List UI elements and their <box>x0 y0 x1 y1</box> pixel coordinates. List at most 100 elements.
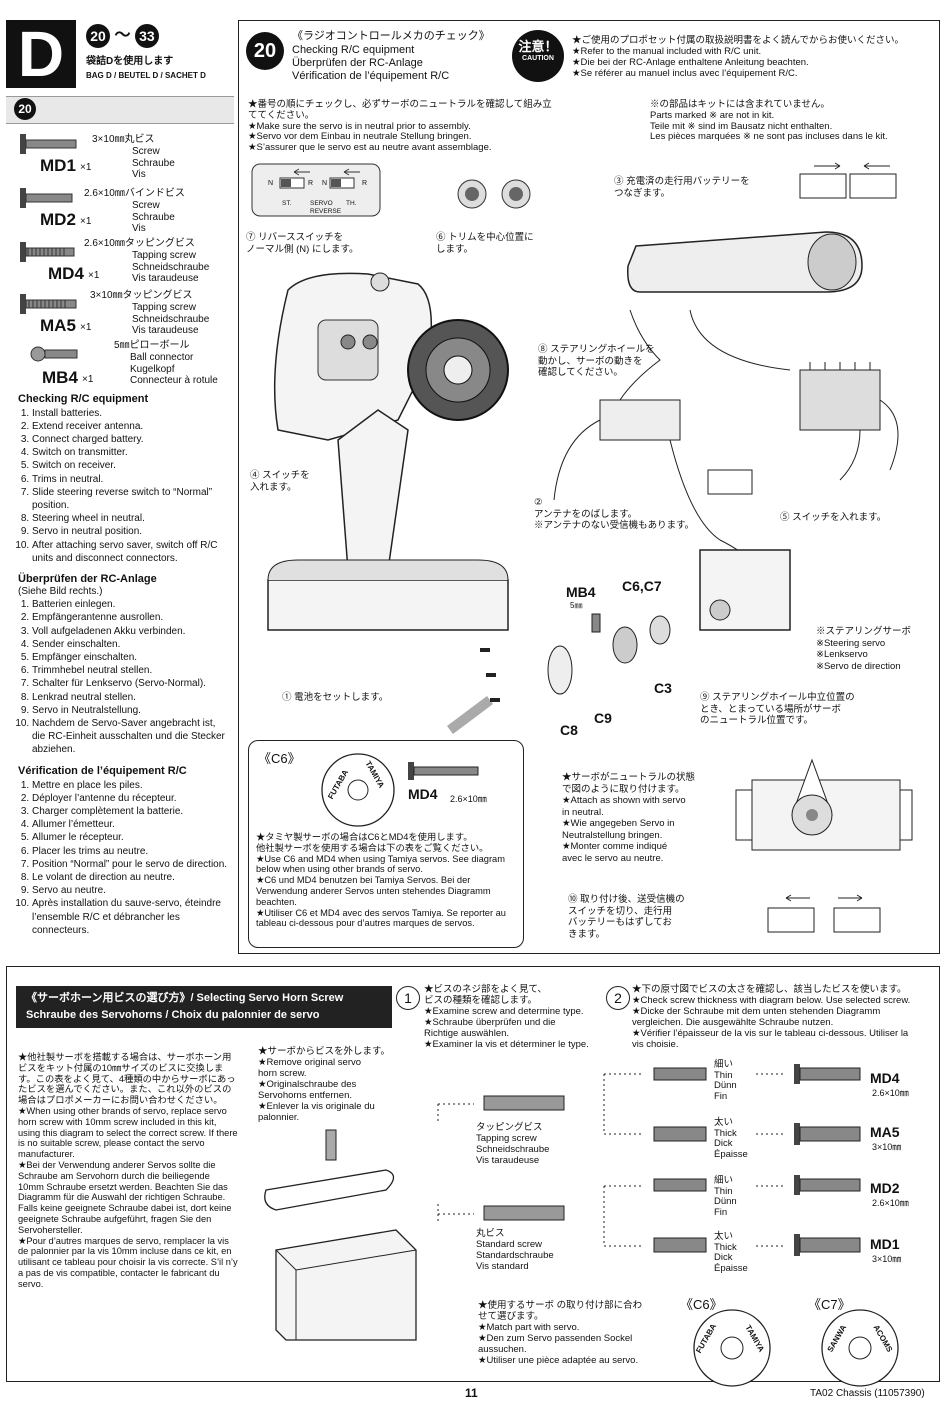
part-size: 2.6×10㎜バインドビス <box>84 188 185 199</box>
switch-label-r2: R <box>362 180 368 187</box>
checklist-item: Slide steering reverse switch to “Normal… <box>32 486 230 512</box>
part-names: Tapping screw Schneidschraube Vis taraud… <box>132 302 210 337</box>
steering-servo-label: ※ステアリングサーボ ※Steering servo ※Lenkservo ※S… <box>816 626 912 672</box>
callout-1: ① 電池をセットします。 <box>282 692 389 703</box>
switch-label-reverse: REVERSE <box>310 208 342 215</box>
checklist-item: Position “Normal” pour le servo de direc… <box>32 858 230 871</box>
checklist-subtitle: (Siehe Bild rechts.) <box>18 585 103 597</box>
checklist-de: Überprüfen der RC-Anlage (Siehe Bild rec… <box>18 573 230 757</box>
step-from-badge: 20 <box>86 24 110 48</box>
part-size: 5㎜ピローボール <box>114 340 190 351</box>
part-item: 3×10㎜タッピングビス Tapping screw Schneidschrau… <box>12 290 237 342</box>
horn-banner-line1: 《サーボホーン用ビスの選び方》/ Selecting Servo Horn Sc… <box>26 992 344 1004</box>
thick-label-2: 太い Thick Dick Épaisse <box>714 1231 748 1274</box>
callout-9: ⑨ ステアリングホイール中立位置の とき、とまっている場所がサーボ のニュートラ… <box>700 692 855 726</box>
ball-connector-icon <box>30 346 78 362</box>
bag-multi: BAG D / BEUTEL D / SACHET D <box>86 71 206 80</box>
servo-horn-illustration <box>264 1129 417 1341</box>
transmitter-illustration <box>267 272 509 631</box>
horn-remove-text: ★サーボからビスを外します。 ★Remove original servo ho… <box>258 1046 391 1123</box>
section-letter: D <box>6 20 76 88</box>
switch-label-r: R <box>308 180 314 187</box>
checklist-item: Voll aufgeladenen Akku verbinden. <box>32 625 230 638</box>
checklist-item: Steering wheel in neutral. <box>32 512 230 525</box>
step20-title-de: Überprüfen der RC-Anlage <box>292 57 423 69</box>
checklist-item: Mettre en place les piles. <box>32 779 230 792</box>
horn-intro-text: ★他社製サーボを搭載する場合は、サーボホーン用ビスをキット付属の10㎜サイズのビ… <box>18 1052 238 1289</box>
thin-label-2: 細い Thin Dünn Fin <box>714 1175 737 1218</box>
steps-sep: 〜 <box>114 27 131 44</box>
checklist-item: Servo in neutral position. <box>32 525 230 538</box>
callout-4: ④ スイッチを 入れます。 <box>250 470 310 493</box>
thick-label-1: 太い Thick Dick Épaisse <box>714 1117 748 1160</box>
horn-c6-label: 《C6》 <box>680 1297 723 1312</box>
horn-banner: 《サーボホーン用ビスの選び方》/ Selecting Servo Horn Sc… <box>16 986 392 1028</box>
c6-horn-diagram <box>321 753 395 827</box>
checklist-item: Switch on transmitter. <box>32 446 230 459</box>
connector-diagram-top <box>799 162 897 199</box>
part-qty: ×1 <box>80 162 92 173</box>
horn-step1-badge: 1 <box>396 986 420 1010</box>
result-md2-size: 2.6×10㎜ <box>872 1198 909 1208</box>
step20-title-en: Checking R/C equipment <box>292 44 415 56</box>
caution-en: CAUTION <box>522 55 554 62</box>
checklist-item: Empfänger einschalten. <box>32 651 230 664</box>
callout-10: ⑩ 取り付け後、送受信機の スイッチを切り、走行用 バッテリーもはずしてお きま… <box>568 894 685 940</box>
step20-panel <box>238 20 940 954</box>
page-number: 11 <box>465 1386 478 1400</box>
horn-step2-badge: 2 <box>606 986 630 1010</box>
horn-step1-text: ★ビスのネジ部をよく見て、 ビスの種類を確認します。 ★Examine scre… <box>424 984 589 1050</box>
rc-components-illustration <box>553 309 899 631</box>
checklist-item: Allumer le récepteur. <box>32 831 230 844</box>
result-md1-size: 3×10㎜ <box>872 1254 902 1264</box>
checklist-item: After attaching servo saver, switch off … <box>32 539 230 565</box>
screw-selection-chart <box>437 1064 861 1256</box>
step20-title-jp: 《ラジオコントロールメカのチェック》 <box>292 30 490 42</box>
checklist-item: Allumer l’émetteur. <box>32 818 230 831</box>
horn-c6-diagram <box>693 1309 771 1387</box>
result-md4: MD4 <box>870 1070 900 1086</box>
switch-label-n2: N <box>322 180 328 187</box>
part-qty: ×1 <box>88 270 100 281</box>
label-c6c7: C6,C7 <box>622 578 662 594</box>
caution-badge: 注意！ CAUTION <box>512 30 564 82</box>
screw-icon <box>20 188 73 208</box>
part-size: 3×10㎜タッピングビス <box>90 290 193 301</box>
checklist-item: Le volant de direction au neutre. <box>32 871 230 884</box>
checklist-item: Extend receiver antenna. <box>32 420 230 433</box>
part-qty: ×1 <box>80 216 92 227</box>
checklist-item: Connect charged battery. <box>32 433 230 446</box>
label-c3: C3 <box>654 680 672 696</box>
switch-label-n: N <box>268 180 274 187</box>
md4-label: MD4 <box>408 786 438 802</box>
checklist-item: Sender einschalten. <box>32 638 230 651</box>
checklist-item: Lenkrad neutral stellen. <box>32 691 230 704</box>
part-code: MA5 <box>40 316 76 335</box>
checklist-item: Servo in Neutralstellung. <box>32 704 230 717</box>
checklist-title: Überprüfen der RC-Anlage <box>18 573 157 585</box>
md4-screw-icon <box>408 762 479 780</box>
checklist-item: Nachdem de Servo-Saver angebracht ist, d… <box>32 717 230 757</box>
model-footer: TA02 Chassis (11057390) <box>810 1388 925 1399</box>
part-qty: ×1 <box>80 322 92 333</box>
checklist-title: Vérification de l’équipement R/C <box>18 765 187 777</box>
part-code: MB4 <box>42 368 78 387</box>
part-names: Screw Schraube Vis <box>132 200 175 235</box>
thin-label-1: 細い Thin Dünn Fin <box>714 1059 737 1102</box>
part-item: 5㎜ピローボール Ball connector Kugelkopf Connec… <box>12 340 237 392</box>
bag-jp: 袋詰Dを使用します <box>86 56 174 67</box>
tapping-screw-icon <box>20 294 77 314</box>
part-qty: ×1 <box>82 374 94 385</box>
callout-7: ⑦ リバーススイッチを ノーマル側 (N) にします。 <box>246 232 359 255</box>
part-item: 3×10㎜丸ビス Screw Schraube Vis MD1 ×1 <box>12 130 237 182</box>
md4-size: 2.6×10㎜ <box>450 794 487 804</box>
horn-c7-diagram <box>821 1309 899 1387</box>
standard-screw-label: 丸ビス Standard screw Standardschraube Vis … <box>476 1228 554 1272</box>
tapping-screw-icon <box>20 242 75 262</box>
label-mb4-size: 5㎜ <box>570 601 583 610</box>
part-size: 3×10㎜丸ビス <box>92 134 155 145</box>
result-ma5: MA5 <box>870 1124 900 1140</box>
step20-badge: 20 <box>246 32 284 70</box>
part-code: MD1 <box>40 156 76 175</box>
